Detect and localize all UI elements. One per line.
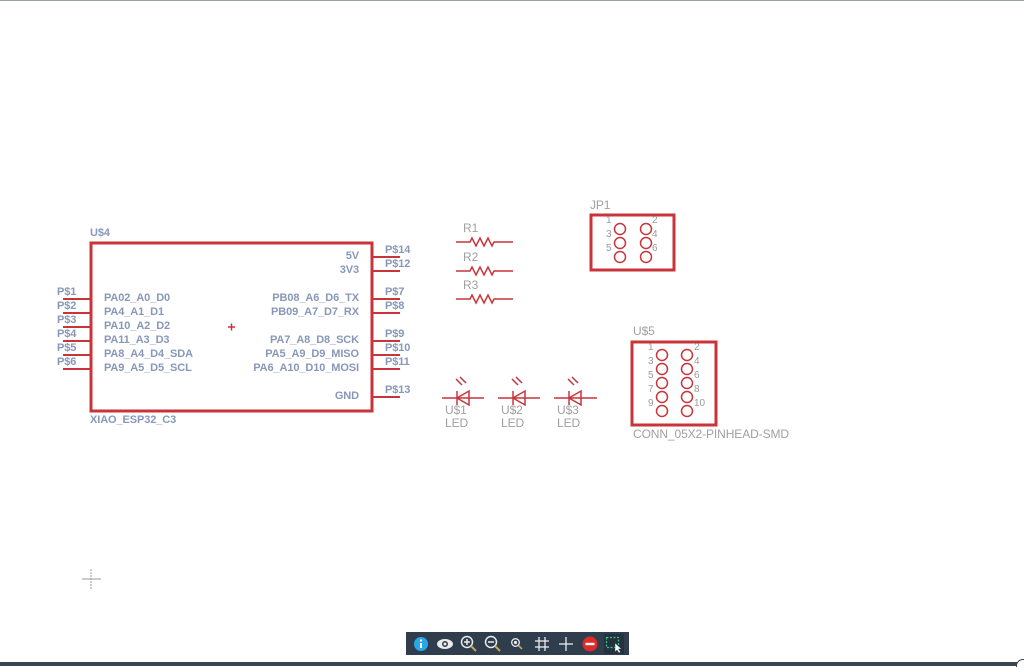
pin-number: 3: [606, 229, 612, 240]
resistor-label: R2: [463, 250, 479, 264]
zoom-fit-icon: [511, 637, 524, 650]
signal-label: PA6_A10_D10_MOSI: [253, 362, 359, 374]
pin-number: 1: [648, 342, 654, 353]
pin-label: P$2: [57, 300, 77, 312]
pin-number: 2: [694, 342, 700, 353]
zoom-out-button[interactable]: [483, 634, 503, 654]
pin-number: 10: [694, 398, 706, 409]
pin-number: 8: [694, 384, 700, 395]
stop-icon: [582, 636, 598, 651]
crosshair-button[interactable]: [556, 634, 576, 654]
pin-number: 9: [648, 398, 654, 409]
pin-label: P$12: [385, 258, 411, 270]
signal-label: 5V: [345, 250, 359, 262]
signal-label: GND: [334, 390, 359, 402]
pin-number: 4: [652, 229, 658, 240]
led-name-label: U$1: [445, 403, 467, 417]
resistor-label: R1: [463, 221, 479, 235]
pin-number: 3: [648, 356, 654, 367]
pin-number: 6: [652, 243, 658, 254]
jp1-name-label: JP1: [590, 198, 611, 212]
pin-label: P$9: [385, 328, 405, 340]
signal-label: PA5_A9_D9_MISO: [265, 348, 359, 360]
pin-number: 6: [694, 370, 700, 381]
signal-label: PA7_A8_D8_SCK: [270, 334, 359, 346]
led-name-label: U$3: [557, 403, 579, 417]
signal-label: PA9_A5_D5_SCL: [104, 362, 192, 374]
pin-label: P$10: [385, 342, 411, 354]
grid-icon: [534, 636, 549, 651]
signal-label: PA02_A0_D0: [104, 292, 171, 304]
jp1-symbol: [589, 213, 676, 272]
cursor-crosshair: [82, 569, 101, 589]
u5-symbol: [630, 340, 718, 427]
grid-button[interactable]: [532, 634, 552, 654]
pin-label: P$11: [385, 356, 410, 368]
pin-number: 5: [606, 243, 612, 254]
pin-label: P$5: [57, 342, 77, 354]
led-symbols: [442, 376, 597, 407]
pin-number: 1: [606, 215, 612, 226]
stop-button[interactable]: [580, 634, 600, 654]
crosshair-icon: [558, 636, 573, 651]
zoom-fit-button[interactable]: [507, 634, 527, 654]
zoom-in-icon: [461, 635, 477, 652]
pin-number: 4: [694, 356, 700, 367]
pin-number: 7: [648, 384, 654, 395]
signal-label: PB09_A7_D7_RX: [271, 306, 359, 318]
led-name-label: U$2: [501, 403, 523, 417]
view-toolbar: [406, 632, 629, 655]
eye-icon: [437, 638, 454, 649]
pin-number: 5: [648, 370, 654, 381]
pin-number: 2: [652, 215, 658, 226]
signal-label: 3V3: [339, 264, 359, 276]
signal-label: PA10_A2_D2: [104, 320, 171, 332]
info-button[interactable]: [411, 634, 431, 654]
signal-label: PA4_A1_D1: [104, 306, 165, 318]
window-corner: [1016, 659, 1024, 667]
pin-label: P$6: [57, 356, 77, 368]
info-icon: [414, 636, 429, 651]
u4-symbol: [63, 241, 400, 413]
zoom-out-icon: [485, 635, 502, 652]
signal-label: PA11_A3_D3: [104, 334, 170, 346]
window-top-border: [0, 0, 1024, 1]
pin-label: P$13: [385, 384, 411, 396]
window-bottom-border: [0, 662, 1024, 666]
select-area-button[interactable]: [603, 633, 624, 654]
pin-label: P$1: [57, 286, 77, 298]
led-value-label: LED: [445, 416, 469, 430]
pin-label: P$8: [385, 300, 405, 312]
u4-name-label: U$4: [90, 227, 110, 239]
led-value-label: LED: [557, 416, 581, 430]
pin-label: P$3: [57, 314, 77, 326]
led-value-label: LED: [501, 416, 525, 430]
signal-label: PB08_A6_D6_TX: [272, 292, 359, 304]
resistor-label: R3: [463, 278, 479, 292]
signal-label: PA8_A4_D4_SDA: [104, 348, 193, 360]
u5-name-label: U$5: [633, 324, 655, 338]
pin-label: P$14: [385, 244, 411, 256]
pin-label: P$7: [385, 286, 405, 298]
select-area-icon: [605, 636, 623, 653]
u5-value-label: CONN_05X2-PINHEAD-SMD: [633, 427, 789, 441]
pin-label: P$4: [57, 328, 77, 340]
u4-value-label: XIAO_ESP32_C3: [90, 414, 177, 426]
show-button[interactable]: [435, 634, 455, 654]
resistor-symbols: [456, 236, 513, 305]
zoom-in-button[interactable]: [459, 634, 479, 654]
